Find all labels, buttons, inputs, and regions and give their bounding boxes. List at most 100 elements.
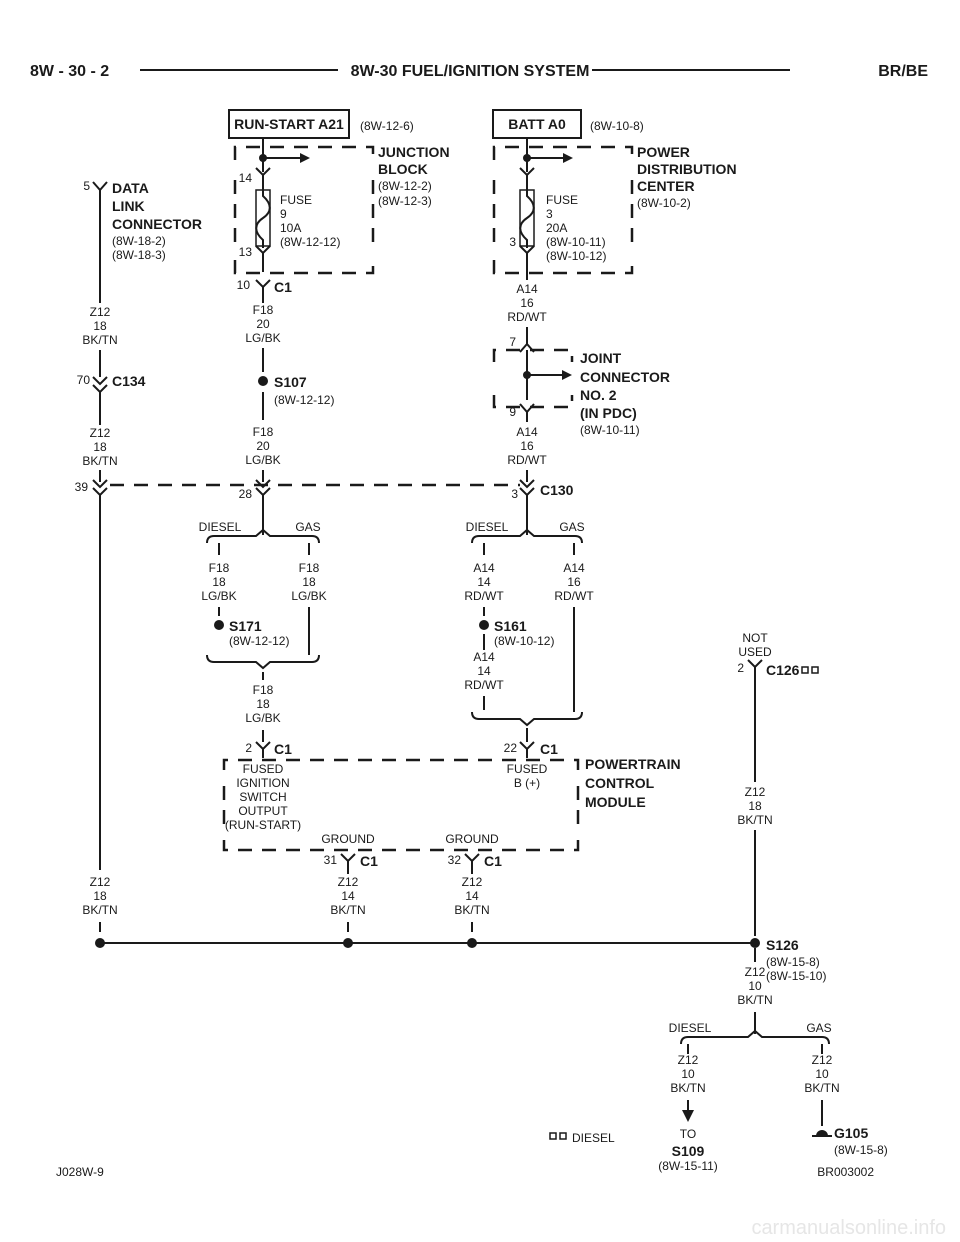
pcm-name-2: CONTROL: [585, 775, 655, 791]
fuse-3-number: 3: [546, 207, 553, 221]
g105-ref: (8W-15-8): [834, 1143, 888, 1157]
right-option-split: [471, 528, 583, 544]
wire-a14-diesel: A14 14 RD/WT: [464, 561, 504, 603]
wire-gauge: 18: [212, 575, 226, 589]
dlc-ref-1: (8W-18-2): [112, 234, 166, 248]
to-label: TO: [680, 1127, 696, 1141]
wire-gauge: 16: [567, 575, 581, 589]
wire-code: Z12: [90, 305, 111, 319]
wire-color: BK/TN: [804, 1081, 839, 1095]
wire-f18-diesel: F18 18 LG/BK: [201, 561, 236, 603]
run-start-source-ref: (8W-12-6): [360, 119, 414, 133]
pcm-ground-2-connector: C1: [484, 853, 502, 869]
jb-c1-name: C1: [274, 279, 292, 295]
fuse-3-label: FUSE: [546, 193, 578, 207]
wire-gauge: 18: [256, 697, 270, 711]
watermark: carmanualsonline.info: [751, 1217, 946, 1239]
pcm-ign-label-2: IGNITION: [236, 776, 289, 790]
s171-splice-dot: [214, 620, 224, 630]
wire-code: Z12: [745, 965, 766, 979]
c134-name: C134: [112, 373, 146, 389]
page-title: 8W-30 FUEL/IGNITION SYSTEM: [351, 63, 590, 80]
s109-ref: (8W-15-11): [658, 1159, 718, 1173]
s126-splice-dot: [750, 938, 760, 948]
pcm-ign-connector: C1: [274, 741, 292, 757]
wire-gauge: 14: [477, 575, 491, 589]
model-code: BR/BE: [878, 63, 928, 80]
wire-gauge: 14: [341, 889, 355, 903]
dlc-name-3: CONNECTOR: [112, 216, 202, 232]
wire-color: BK/TN: [737, 993, 772, 1007]
pdc-name-3: CENTER: [637, 178, 695, 194]
figure-id: J028W-9: [56, 1165, 104, 1179]
wire-gauge: 18: [93, 440, 107, 454]
wire-color: LG/BK: [245, 331, 280, 345]
wire-color: LG/BK: [291, 589, 326, 603]
wire-gauge: 10: [681, 1067, 695, 1081]
wire-gauge: 14: [477, 664, 491, 678]
s107-splice-dot: [258, 376, 268, 386]
jc2-name-1: JOINT: [580, 350, 622, 366]
jb-name-2: BLOCK: [378, 161, 428, 177]
c130-name: C130: [540, 482, 574, 498]
right-split-gas: GAS: [559, 520, 584, 534]
wire-color: BK/TN: [670, 1081, 705, 1095]
pcm-ign-label-4: OUTPUT: [238, 804, 288, 818]
diagram-id: BR003002: [817, 1165, 874, 1179]
bottom-split-gas: GAS: [806, 1021, 831, 1035]
jc2-name-3: NO. 2: [580, 387, 617, 403]
s161-name: S161: [494, 618, 527, 634]
pcm-ground-1-pin: 31: [324, 853, 338, 867]
c130-pin-mid: 28: [239, 487, 253, 501]
fuse-3-rating: 20A: [546, 221, 567, 235]
wire-color: LG/BK: [245, 711, 280, 725]
wire-code: Z12: [90, 426, 111, 440]
bottom-option-split: [680, 1029, 830, 1045]
bottom-split-diesel: DIESEL: [669, 1021, 712, 1035]
wire-color: RD/WT: [507, 310, 547, 324]
ground-icon: [816, 1130, 828, 1136]
wire-gauge: 18: [93, 889, 107, 903]
wire-code: Z12: [338, 875, 359, 889]
wire-code: F18: [209, 561, 230, 575]
page-header: 8W - 30 - 2 8W-30 FUEL/IGNITION SYSTEM B…: [30, 63, 928, 80]
wire-f18-merged: F18 18 LG/BK: [245, 683, 280, 725]
legend: DIESEL: [549, 1131, 615, 1145]
pcm-ign-label-5: (RUN-START): [225, 818, 301, 832]
jc2-name-4: (IN PDC): [580, 405, 637, 421]
wire-a14-jc2: A14 16 RD/WT: [507, 425, 547, 467]
c134-pin: 70: [77, 373, 91, 387]
power-distribution-center: 3 FUSE 3 20A (8W-10-11) (8W-10-12) POWER…: [492, 138, 737, 280]
wire-z12-gas-ground: Z12 10 BK/TN: [804, 1053, 839, 1095]
jc2-pin-in: 7: [509, 335, 516, 349]
pdc-pin: 3: [509, 235, 516, 249]
pcm-ground-1-label: GROUND: [321, 832, 375, 846]
left-split-diesel: DIESEL: [199, 520, 242, 534]
pdc-name-2: DISTRIBUTION: [637, 161, 737, 177]
wire-gauge: 16: [520, 296, 534, 310]
s126-name: S126: [766, 937, 799, 953]
wire-f18-s107: F18 20 LG/BK: [245, 425, 280, 467]
left-option-merge: [206, 654, 320, 670]
wire-z12-c134: Z12 18 BK/TN: [82, 426, 117, 468]
c126-note-2: USED: [738, 645, 772, 659]
c126-name: C126: [766, 662, 800, 678]
fuse-9-rating: 10A: [280, 221, 301, 235]
wire-z12-diesel-ground: Z12 10 BK/TN: [670, 1053, 705, 1095]
page-number: 8W - 30 - 2: [30, 63, 109, 80]
fuse-3-ref-1: (8W-10-11): [546, 235, 606, 249]
wire-code: A14: [516, 282, 538, 296]
left-split-gas: GAS: [295, 520, 320, 534]
run-start-source-box: [228, 109, 350, 139]
s126-ref-2: (8W-15-10): [766, 969, 826, 983]
data-link-connector: 5 DATA LINK CONNECTOR (8W-18-2) (8W-18-3…: [83, 179, 202, 262]
batt-source-label: BATT A0: [508, 116, 566, 132]
batt-source-ref: (8W-10-8): [590, 119, 644, 133]
s107-name: S107: [274, 374, 307, 390]
wire-code: Z12: [462, 875, 483, 889]
wire-f18-jb: F18 20 LG/BK: [245, 303, 280, 345]
wire-gauge: 20: [256, 439, 270, 453]
pcm-ground-2-pin: 32: [448, 853, 462, 867]
wire-color: RD/WT: [464, 678, 504, 692]
